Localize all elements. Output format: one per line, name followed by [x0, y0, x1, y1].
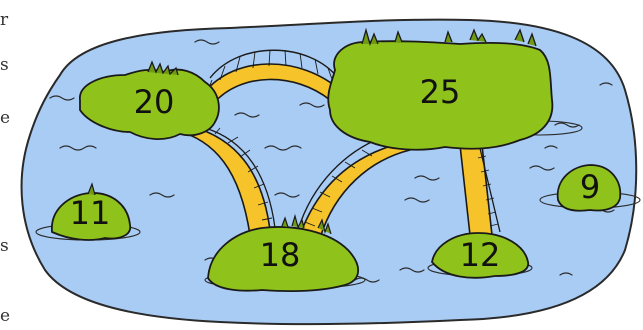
island-20-label: 20 [134, 83, 175, 121]
island-25: 25 [327, 27, 554, 151]
island-25-label: 25 [420, 73, 461, 111]
island-9-label: 9 [580, 168, 600, 206]
island-11: 11 [51, 182, 132, 241]
island-11-label: 11 [70, 194, 111, 232]
margin-text-4: s [0, 236, 9, 256]
water-waves [49, 39, 615, 283]
island-9: 9 [556, 164, 622, 212]
margin-text-5: e [0, 306, 10, 326]
margin-text-1: r [0, 10, 9, 30]
island-18: 18 [207, 213, 360, 293]
island-12-label: 12 [460, 236, 501, 274]
island-12: 12 [431, 232, 529, 279]
margin-text-2: s [0, 55, 9, 75]
island-20: 20 [79, 60, 220, 140]
island-18-label: 18 [260, 236, 301, 274]
margin-text-3: e [0, 108, 10, 128]
